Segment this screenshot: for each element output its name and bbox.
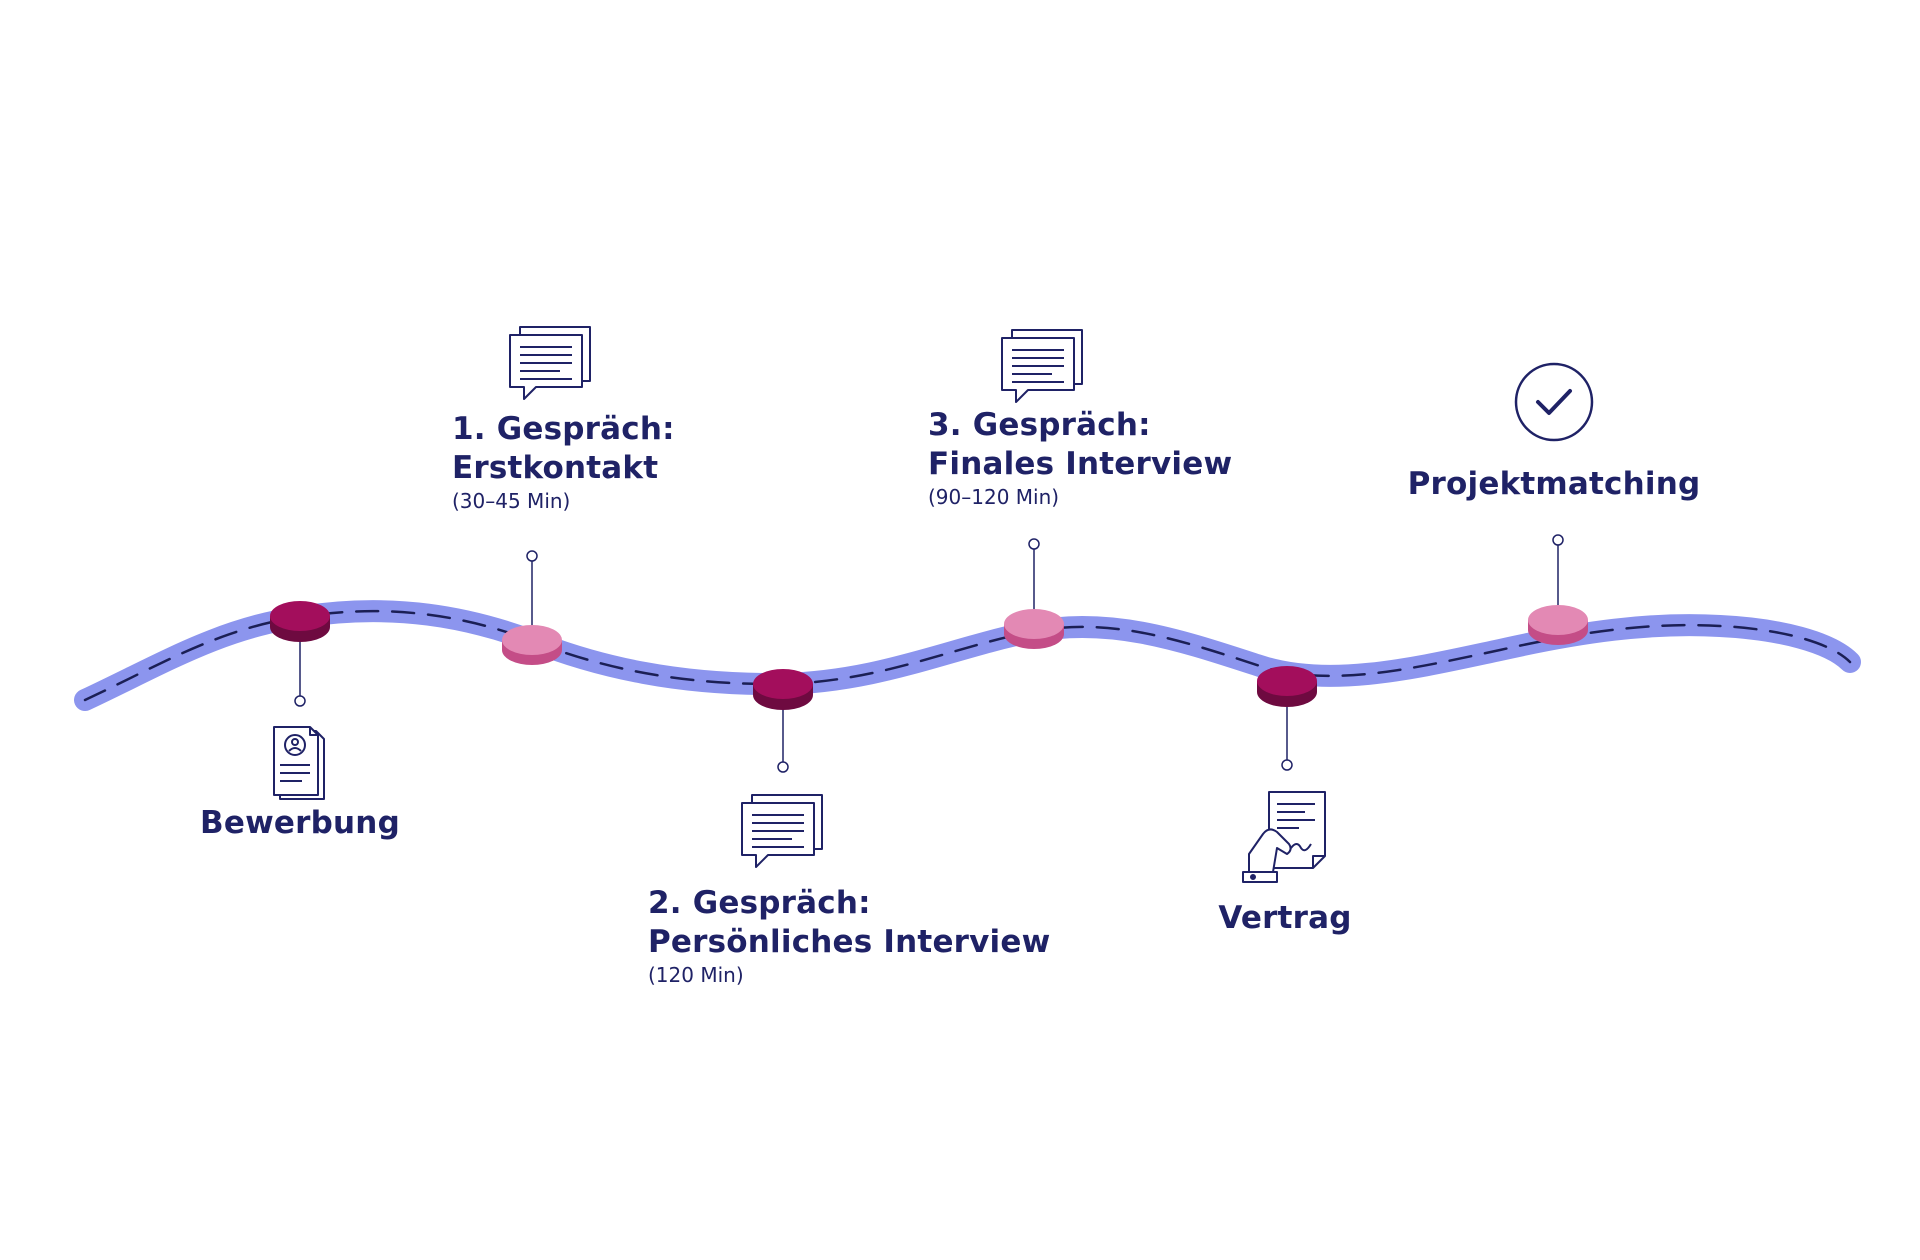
step-gespraech-3 [1001, 329, 1083, 649]
label-vertrag: Vertrag [1218, 899, 1351, 938]
label-projektmatching: Projektmatching [1408, 465, 1701, 504]
step-title: Projektmatching [1407, 466, 1701, 502]
step-subtitle: Persönliches Interview [648, 924, 1051, 960]
road [74, 600, 1861, 711]
connector-dot [1028, 538, 1040, 550]
step-bewerbung [270, 601, 330, 800]
step-subtitle: Erstkontakt [452, 450, 659, 486]
label-bewerbung: Bewerbung [200, 804, 400, 843]
step-subtitle: Finales Interview [928, 446, 1233, 482]
stop-marker [753, 669, 813, 710]
step-gespraech-2 [741, 669, 823, 868]
label-gespraech-3: 3. Gespräch: Finales Interview (90–120 M… [928, 406, 1232, 509]
stop-marker [1528, 605, 1588, 645]
step-title: 3. Gespräch: [928, 407, 1151, 443]
checkmark-circle-icon [1514, 362, 1594, 442]
connector-dot [526, 550, 538, 562]
step-duration: (120 Min) [648, 963, 744, 987]
step-title: Vertrag [1218, 900, 1352, 936]
stop-marker [270, 601, 330, 642]
chat-bubbles-icon [1001, 329, 1083, 403]
connector-dot [1281, 759, 1293, 771]
step-title: Bewerbung [200, 805, 400, 841]
stop-marker [1004, 609, 1064, 649]
connector-dot [777, 761, 789, 773]
resume-document-icon [273, 726, 325, 800]
connector-dot [1552, 534, 1564, 546]
step-duration: (30–45 Min) [452, 489, 571, 513]
step-title: 1. Gespräch: [452, 411, 675, 447]
chat-bubbles-icon [509, 326, 591, 400]
stop-marker [502, 625, 562, 665]
step-vertrag [1242, 666, 1326, 883]
connector-dot [294, 695, 306, 707]
road-center-dashes [83, 609, 1852, 702]
label-gespraech-2: 2. Gespräch: Persönliches Interview (120… [648, 884, 1050, 987]
step-projektmatching [1514, 362, 1594, 645]
step-title: 2. Gespräch: [648, 885, 871, 921]
step-duration: (90–120 Min) [928, 485, 1060, 509]
stop-marker [1257, 666, 1317, 707]
chat-bubbles-icon [741, 794, 823, 868]
step-gespraech-1 [502, 326, 591, 665]
label-gespraech-1: 1. Gespräch: Erstkontakt (30–45 Min) [452, 410, 675, 513]
contract-handshake-icon [1242, 791, 1326, 883]
